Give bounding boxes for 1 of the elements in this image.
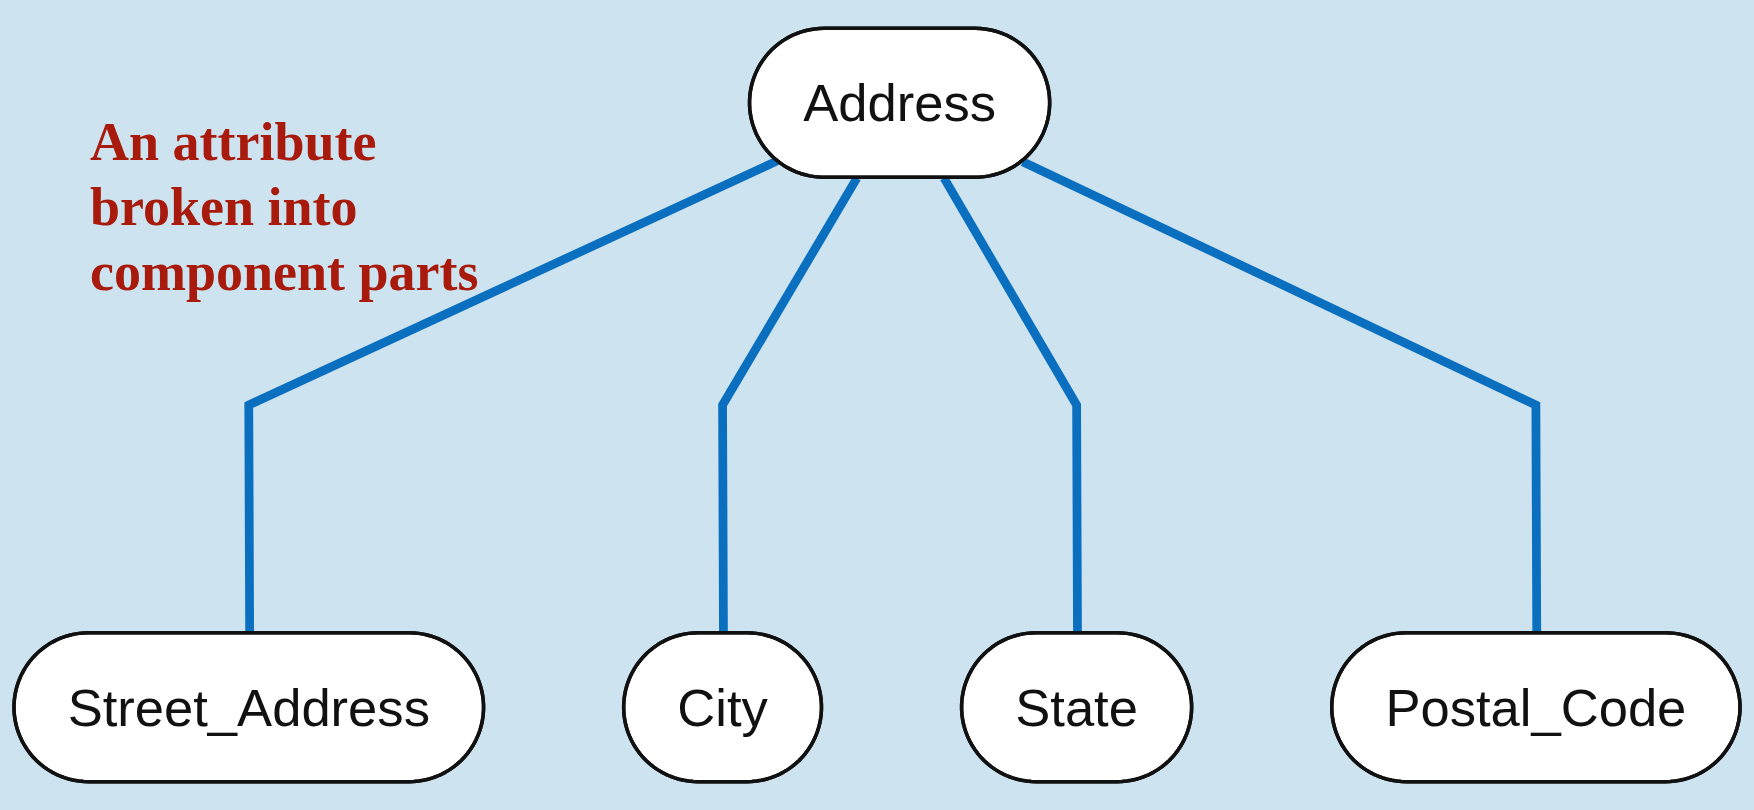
note-text: An attribute broken into component parts	[90, 111, 480, 304]
